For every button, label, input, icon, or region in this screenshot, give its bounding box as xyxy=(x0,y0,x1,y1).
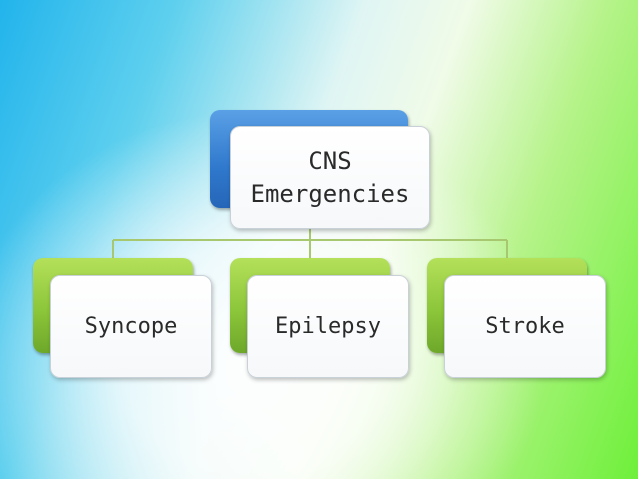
syncope-node[interactable]: Syncope xyxy=(50,275,212,378)
root-node-label-line-2: Emergencies xyxy=(250,179,410,208)
epilepsy-node[interactable]: Epilepsy xyxy=(247,275,409,378)
epilepsy-node-label: Epilepsy xyxy=(275,314,381,339)
root-node-label-line-1: CNS xyxy=(308,147,352,176)
root-node[interactable]: CNS Emergencies xyxy=(230,126,430,229)
stroke-node[interactable]: Stroke xyxy=(444,275,606,378)
syncope-node-label: Syncope xyxy=(84,314,178,339)
stroke-node-label: Stroke xyxy=(485,314,565,339)
root-node-label: CNS Emergencies xyxy=(251,145,410,210)
